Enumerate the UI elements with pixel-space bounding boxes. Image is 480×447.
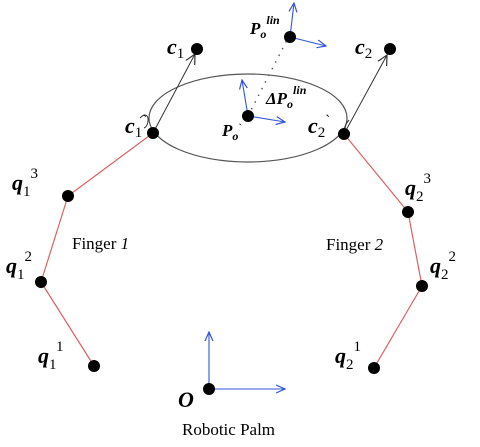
label-c1-prime: c1`: [125, 113, 147, 141]
label-finger-1: Finger 1: [72, 234, 129, 253]
label-q11: q11: [38, 339, 63, 373]
label-q12: q12: [6, 249, 32, 283]
node-q11: [88, 360, 100, 372]
nodes: [35, 31, 428, 395]
label-c2-prime: c2`: [308, 113, 330, 141]
node-q12: [35, 276, 47, 288]
link-q22-q23: [407, 211, 423, 287]
node-q13: [62, 190, 74, 202]
link-q21-q22: [373, 285, 423, 369]
node-c1: [191, 43, 203, 55]
finger-1-links: [40, 132, 154, 367]
link-q23-c2p: [343, 133, 409, 213]
node-c1-prime: [147, 127, 159, 139]
label-delta-po-lin: ΔPolin: [265, 83, 307, 111]
label-q13: q13: [12, 166, 38, 200]
label-q22: q22: [430, 249, 456, 283]
node-po-lin: [284, 31, 296, 43]
node-c2-prime: [338, 128, 350, 140]
finger-2-links: [343, 133, 423, 369]
node-po-prime: [242, 110, 254, 122]
label-c1: c1: [167, 34, 184, 62]
label-q23: q23: [405, 171, 431, 205]
label-q21: q21: [335, 339, 361, 373]
c1-rotation-arrow: [139, 114, 149, 129]
label-origin: O: [178, 387, 194, 412]
label-finger-2: Finger 2: [326, 235, 384, 254]
node-q22: [416, 280, 428, 292]
object-ellipse: [148, 73, 348, 163]
c2-displacement-arrow: [343, 55, 387, 135]
link-q12-q13: [40, 195, 69, 283]
label-po-prime: Po`: [221, 121, 242, 143]
link-q11-q12: [40, 281, 95, 367]
label-c2: c2: [355, 34, 372, 62]
frame-po-prime: [242, 80, 285, 122]
node-q23: [402, 206, 414, 218]
frame-origin: [209, 332, 285, 389]
node-origin: [203, 383, 215, 395]
label-po-lin: Polin: [249, 13, 280, 41]
c1-displacement-arrow: [152, 54, 195, 134]
label-robotic-palm: Robotic Palm: [182, 420, 275, 439]
node-q21: [368, 362, 380, 374]
po-prime-axis-x: [247, 115, 285, 122]
link-q13-c1p: [67, 132, 154, 197]
node-c2: [384, 43, 396, 55]
po-prime-axis-y: [242, 80, 249, 117]
po-lin-axis-x: [289, 36, 326, 46]
